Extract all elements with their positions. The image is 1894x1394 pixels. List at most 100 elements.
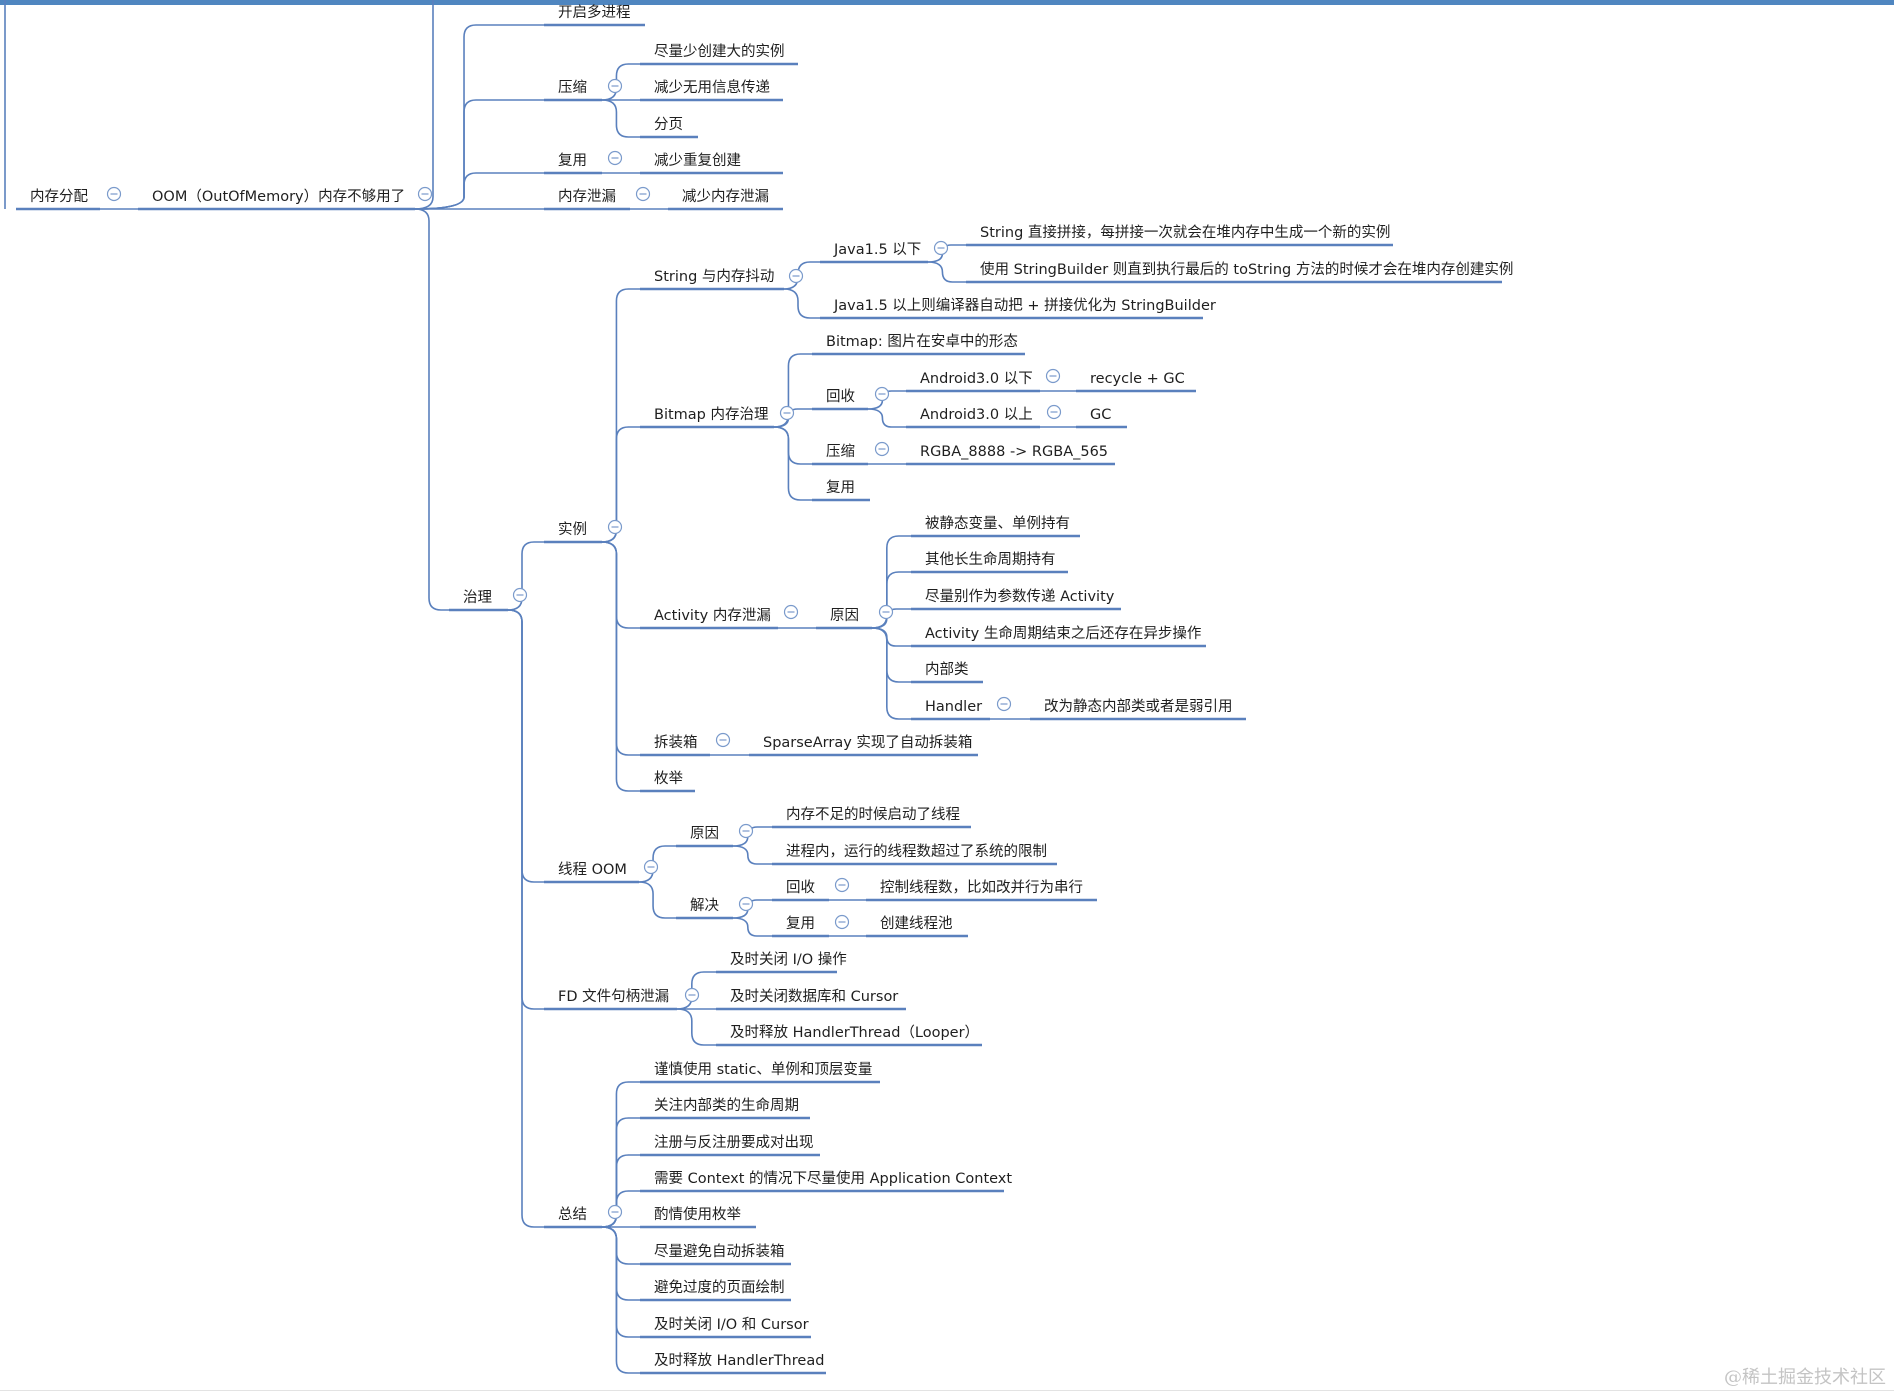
collapse-toggle-icon[interactable] [684,987,700,1003]
collapse-toggle-icon[interactable] [788,268,804,284]
connector-n41 [507,609,544,883]
collapse-toggle-icon[interactable] [1045,368,1061,384]
collapse-toggle-icon[interactable] [106,186,122,202]
collapse-toggle-icon[interactable] [607,150,623,166]
node-label: String 与内存抖动 [654,268,774,285]
node-label: 原因 [690,826,719,842]
node-label: GC [1090,407,1111,423]
node-label: 内存不足的时候启动了线程 [786,806,960,823]
node-label: FD 文件句柄泄漏 [558,988,669,1005]
node-label: 回收 [786,879,815,896]
collapse-toggle-icon[interactable] [643,859,659,875]
connector-n32 [871,571,911,629]
node-label: 酌情使用枚举 [654,1206,741,1223]
node-label: 内存分配 [30,188,88,205]
collapse-toggle-icon[interactable] [738,823,754,839]
collapse-toggle-icon[interactable] [834,877,850,893]
node-label: 及时释放 HandlerThread [654,1352,824,1369]
node-label: RGBA_8888 -> RGBA_565 [920,444,1108,460]
connector-lines [4,0,1076,1374]
node-label: 使用 StringBuilder 则直到执行最后的 toString 方法的时候… [980,261,1513,278]
connector-n18 [783,288,820,319]
connector-n7 [601,99,640,138]
node-label: 创建线程池 [880,915,953,932]
node-label: 尽量别作为参数传递 Activity [925,588,1115,605]
node-label: 减少无用信息传递 [654,79,770,96]
connector-n36 [871,627,911,720]
node-label: 枚举 [654,770,683,787]
node-label: 改为静态内部类或者是弱引用 [1044,698,1233,715]
connector-n17 [927,261,966,283]
collapse-toggle-icon[interactable] [607,78,623,94]
collapse-toggle-icon[interactable] [834,914,850,930]
node-label: 总结 [558,1206,587,1223]
node-label: 及时关闭 I/O 和 Cursor [654,1316,809,1333]
collapse-toggle-icon[interactable] [933,240,949,256]
collapse-toggle-icon[interactable] [878,604,894,620]
connector-n40 [601,541,640,792]
node-label: 线程 OOM [558,861,627,878]
collapse-toggle-icon[interactable] [1046,404,1062,420]
watermark-text: @稀土掘金技术社区 [1724,1367,1886,1388]
node-label: 内存泄漏 [558,188,616,205]
collapse-toggle-icon[interactable] [779,405,795,421]
window-top-bar [0,0,1894,5]
node-label: 开启多进程 [558,4,631,21]
connector-offscreen-oom [414,0,434,210]
node-label: Handler [925,699,982,715]
node-label: OOM（OutOfMemory）内存不够用了 [152,188,405,205]
collapse-toggle-icon[interactable] [738,896,754,912]
connector-n34 [871,627,911,647]
connector-n62 [601,1226,640,1338]
connector-n45 [638,881,676,919]
connector-n24 [867,408,906,428]
connector-n8 [414,172,544,210]
collapse-toggle-icon[interactable] [607,519,623,535]
node-label: 及时关闭 I/O 操作 [730,951,847,968]
connector-n4 [414,99,544,210]
collapse-toggle-icon[interactable] [874,441,890,457]
connector-n44 [732,845,772,865]
collapse-toggle-icon[interactable] [635,186,651,202]
node-label: Activity 生命周期结束之后还存在异步操作 [925,624,1201,642]
node-label: 实例 [558,521,587,538]
collapse-toggle-icon[interactable] [783,604,799,620]
node-label: String 直接拼接，每拼接一次就会在堆内存中生成一个新的实例 [980,224,1390,241]
node-label: 其他长生命周期持有 [925,550,1056,568]
node-label: 内部类 [925,661,969,678]
node-label: Android3.0 以下 [920,371,1033,387]
node-label: recycle + GC [1090,371,1185,387]
collapse-toggles [106,78,1062,1220]
node-label: 减少重复创建 [654,151,741,169]
node-label: 关注内部类的生命周期 [654,1096,799,1114]
node-label: 复用 [786,914,815,932]
connector-n19 [601,426,640,543]
node-label: 回收 [826,388,855,405]
connector-n51 [676,971,716,1010]
connector-n13 [507,541,544,611]
connector-n48 [732,917,772,937]
node-label: 及时释放 HandlerThread（Looper） [730,1024,979,1041]
node-label: 复用 [826,478,855,496]
collapse-toggle-icon[interactable] [607,1204,623,1220]
node-label: 减少内存泄漏 [682,188,769,205]
connector-n54 [507,609,544,1228]
collapse-toggle-icon[interactable] [874,386,890,402]
node-label: 拆装箱 [654,734,698,751]
bottom-divider [0,1390,1894,1391]
collapse-toggle-icon[interactable] [715,732,731,748]
connector-n53 [676,1008,716,1046]
connector-n38 [601,541,640,756]
connector-n12 [414,208,449,611]
connector-n28 [773,426,812,501]
collapse-toggle-icon[interactable] [512,587,528,603]
node-label: 及时关闭数据库和 Cursor [730,988,898,1005]
collapse-toggle-icon[interactable] [996,696,1012,712]
connector-n29 [601,541,640,629]
node-label: 解决 [690,897,719,914]
node-underlines [16,23,1502,1375]
collapse-toggle-icon[interactable] [417,186,433,202]
connector-n5 [601,63,640,101]
